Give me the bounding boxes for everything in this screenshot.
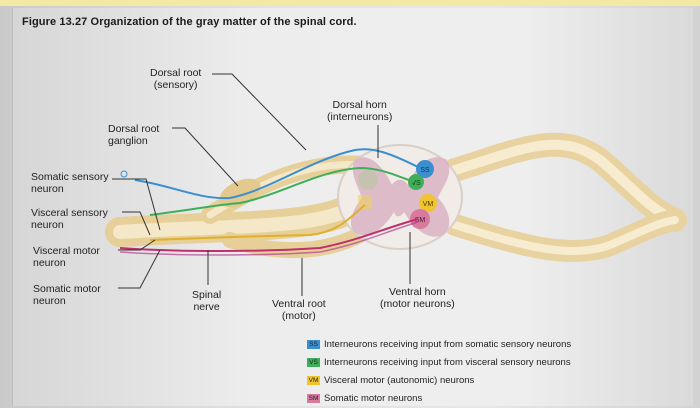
legend-text-sm: Somatic motor neurons [324,393,423,404]
left-zone-yellow [358,195,372,209]
legend-swatch-sm: SM [307,394,320,403]
zone-ss-label: SS [420,167,430,174]
figure-title: Figure 13.27 Organization of the gray ma… [22,16,357,28]
zone-sm [410,209,430,229]
leader-visceral-sensory [122,211,151,236]
leader-visceral-motor [118,239,156,251]
right-ventral-root-highlight [451,216,679,256]
label-somatic-sensory-neuron: Somatic sensory neuron [31,171,109,195]
leader-endpoint [120,170,128,178]
zone-vm-label: VM [423,201,434,208]
label-visceral-sensory-neuron: Visceral sensory neuron [31,207,108,231]
zone-vm [419,194,437,212]
label-dorsal-root: Dorsal root (sensory) [150,67,202,91]
legend-item-vm: VM Visceral motor (autonomic) neurons [307,375,474,386]
legend-text-ss: Interneurons receiving input from somati… [324,339,572,350]
legend-item-ss: SS Interneurons receiving input from soma… [307,339,571,350]
label-dorsal-horn: Dorsal horn (interneurons) [327,99,393,123]
visceral-sensory-pathway [149,166,415,216]
legend-text-vm: Visceral motor (autonomic) neurons [324,375,475,386]
leader-somatic-motor [118,249,161,289]
somatic-motor-pathway [119,218,419,252]
somatic-motor-pathway-2 [119,221,419,256]
legend-item-vs: VS Interneurons receiving input from visc… [307,357,571,368]
legend-swatch-ss: SS [307,340,320,349]
zone-vs [408,174,424,190]
top-strip [0,0,700,6]
label-dorsal-root-ganglion: Dorsal root ganglion [108,123,160,147]
leader-dorsal-root-ganglion [172,127,239,187]
zone-sm-label: SM [415,217,426,224]
legend-text-vs: Interneurons receiving input from viscer… [324,357,571,368]
left-zone-dotted [358,170,378,190]
legend-swatch-vm: VM [307,376,320,385]
right-dorsal-root-highlight [450,139,680,225]
legend-swatch-vs: VS [307,358,320,367]
leader-somatic-sensory [112,178,161,231]
label-spinal-nerve: Spinal nerve [192,289,222,313]
label-ventral-horn: Ventral horn (motor neurons) [380,286,455,310]
visceral-motor-pathway [149,204,366,241]
zone-vs-label: VS [411,180,421,187]
leader-dorsal-root [212,73,307,151]
label-visceral-motor-neuron: Visceral motor neuron [33,245,100,269]
label-somatic-motor-neuron: Somatic motor neuron [33,283,101,307]
legend-item-sm: SM Somatic motor neurons [307,393,422,404]
label-ventral-root: Ventral root (motor) [272,298,326,322]
zone-ss [416,160,434,178]
